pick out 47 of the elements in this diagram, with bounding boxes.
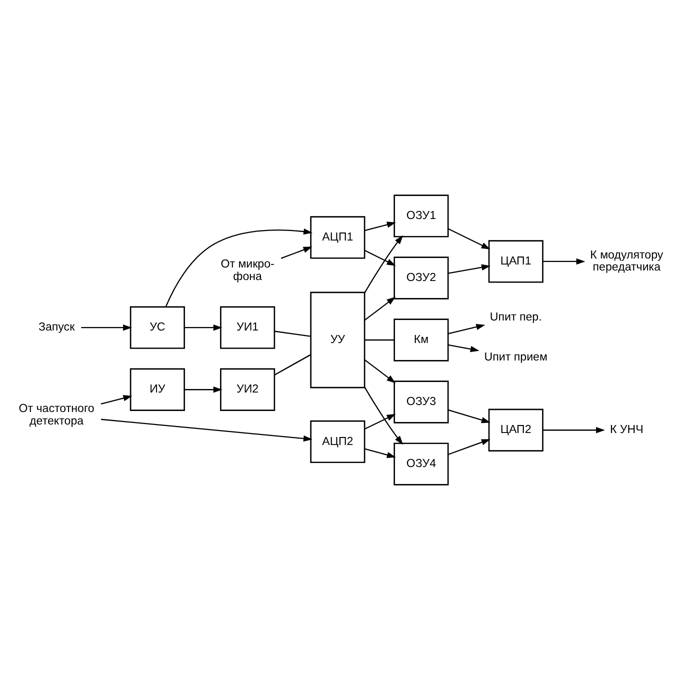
arrow xyxy=(364,359,396,384)
arrow xyxy=(364,235,404,294)
node-box: УУ xyxy=(310,292,366,388)
node-text: Запуск xyxy=(38,322,75,334)
arrow xyxy=(100,395,132,405)
arrow xyxy=(364,414,396,430)
node-text: Uпит пер. xyxy=(490,312,542,324)
node-text: К УНЧ xyxy=(610,424,644,436)
arrow xyxy=(448,228,490,250)
arrow xyxy=(448,264,490,274)
node-box: Км xyxy=(394,318,449,362)
node-box: ОЗУ2 xyxy=(394,256,449,300)
node-box: АЦП2 xyxy=(310,420,366,464)
node-box: ОЗУ3 xyxy=(394,380,449,424)
connector xyxy=(364,339,394,341)
arrow xyxy=(542,258,586,265)
arrow xyxy=(81,324,132,331)
node-text: От микро- фона xyxy=(220,258,274,283)
arrow xyxy=(184,386,222,393)
node-box: УИ1 xyxy=(220,306,276,349)
arrow xyxy=(448,344,480,352)
arrow xyxy=(448,409,490,424)
node-box: ОЗУ1 xyxy=(394,194,449,238)
arrow xyxy=(364,386,404,445)
arrow xyxy=(364,296,396,321)
arrow xyxy=(101,418,312,442)
node-box: УИ2 xyxy=(220,368,276,411)
node-box: ОЗУ4 xyxy=(394,442,449,486)
node-box: УС xyxy=(130,306,185,349)
node-box: ЦАП2 xyxy=(488,408,544,452)
node-text: К модулятору передатчика xyxy=(590,249,664,274)
arrow xyxy=(165,228,313,307)
arrow xyxy=(542,427,605,434)
node-box: АЦП1 xyxy=(310,216,366,259)
arrow xyxy=(280,246,312,259)
arrow xyxy=(184,324,222,331)
node-text: Uпит прием xyxy=(484,351,548,364)
arrow xyxy=(364,250,396,266)
node-text: От частотного детектора xyxy=(18,403,94,428)
connector xyxy=(274,330,311,337)
node-box: ИУ xyxy=(130,368,185,411)
connector xyxy=(274,354,311,376)
arrow xyxy=(448,439,490,456)
arrow xyxy=(364,448,396,458)
node-box: ЦАП1 xyxy=(488,240,544,283)
arrow xyxy=(364,222,396,232)
arrow xyxy=(448,324,486,334)
